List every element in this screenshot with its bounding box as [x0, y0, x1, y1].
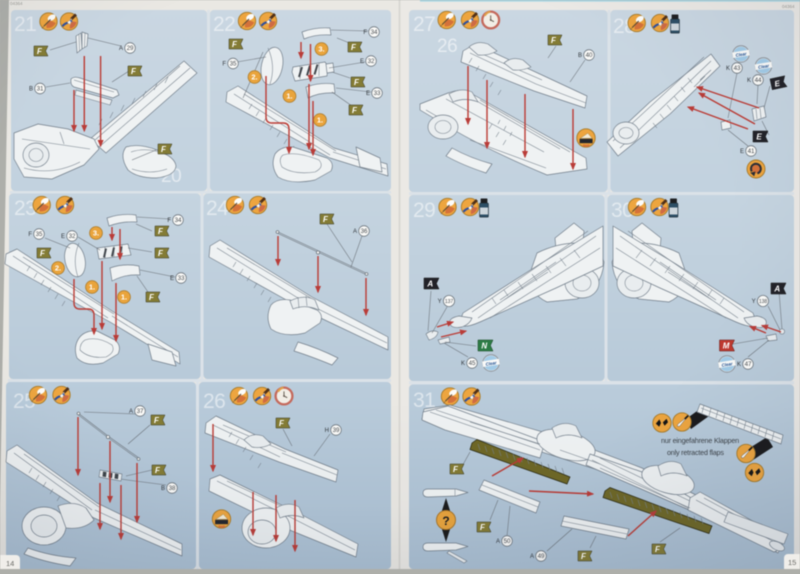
svg-text:34: 34 — [175, 217, 182, 224]
svg-text:B: B — [29, 87, 33, 93]
svg-text:2.: 2. — [55, 264, 61, 273]
svg-text:E: E — [360, 59, 364, 65]
svg-text:K: K — [737, 362, 741, 368]
svg-text:K: K — [461, 361, 465, 367]
svg-text:E: E — [61, 234, 65, 240]
svg-text:2.: 2. — [251, 73, 257, 82]
svg-text:F: F — [28, 232, 32, 238]
svg-text:A: A — [353, 229, 357, 235]
svg-text:33: 33 — [178, 275, 185, 282]
svg-text:35: 35 — [36, 231, 43, 238]
svg-text:F: F — [167, 218, 171, 224]
svg-text:39: 39 — [333, 427, 340, 434]
svg-text:only retracted flaps: only retracted flaps — [667, 448, 724, 457]
svg-text:35: 35 — [230, 61, 237, 68]
svg-text:04364: 04364 — [782, 4, 795, 9]
svg-text:B: B — [161, 486, 165, 492]
svg-text:29: 29 — [127, 45, 134, 52]
svg-text:K: K — [726, 66, 730, 72]
svg-text:138: 138 — [759, 299, 768, 305]
svg-text:A: A — [773, 285, 780, 294]
svg-text:29: 29 — [413, 199, 435, 222]
svg-text:A: A — [129, 409, 133, 415]
svg-text:H: H — [325, 428, 329, 434]
svg-text:F: F — [363, 30, 367, 36]
svg-text:3.: 3. — [318, 45, 324, 54]
svg-text:41: 41 — [748, 148, 755, 155]
svg-text:M: M — [723, 342, 730, 351]
svg-text:1.: 1. — [317, 116, 323, 125]
svg-text:E: E — [170, 276, 174, 282]
svg-text:23: 23 — [14, 197, 36, 220]
svg-text:21: 21 — [14, 13, 36, 36]
svg-text:1.: 1. — [89, 283, 95, 292]
svg-text:15: 15 — [788, 558, 796, 567]
svg-text:A: A — [119, 46, 123, 52]
svg-text:36: 36 — [361, 228, 368, 235]
svg-text:F: F — [222, 62, 226, 68]
svg-text:47: 47 — [745, 361, 752, 368]
svg-text:22: 22 — [213, 13, 235, 36]
svg-text:A: A — [530, 554, 534, 560]
svg-text:24: 24 — [206, 197, 229, 220]
svg-text:49: 49 — [538, 553, 545, 560]
svg-text:50: 50 — [504, 538, 511, 545]
svg-text:26: 26 — [203, 390, 225, 413]
svg-text:1.: 1. — [121, 293, 127, 302]
svg-text:37: 37 — [137, 408, 144, 415]
svg-text:K: K — [747, 78, 751, 84]
svg-text:A: A — [496, 539, 500, 545]
svg-text:44: 44 — [755, 77, 762, 84]
svg-text:N: N — [481, 342, 487, 351]
svg-text:32: 32 — [368, 58, 375, 65]
svg-text:nur eingefahrene Klappen: nur eingefahrene Klappen — [661, 436, 739, 445]
svg-text:B: B — [578, 53, 582, 59]
svg-text:1.: 1. — [286, 92, 292, 101]
svg-text:43: 43 — [734, 65, 741, 72]
svg-text:31: 31 — [37, 86, 44, 93]
svg-text:E: E — [366, 91, 370, 97]
svg-text:26: 26 — [437, 36, 457, 57]
svg-text:32: 32 — [69, 233, 76, 240]
svg-text:Y: Y — [752, 299, 756, 305]
svg-text:04364: 04364 — [10, 1, 23, 6]
svg-text:137: 137 — [445, 299, 454, 305]
svg-text:3.: 3. — [93, 229, 99, 238]
svg-text:E: E — [740, 149, 744, 155]
svg-text:Y: Y — [438, 299, 442, 305]
svg-text:45: 45 — [469, 360, 476, 367]
svg-text:38: 38 — [169, 485, 176, 492]
svg-text:?: ? — [442, 514, 449, 528]
svg-text:E: E — [756, 133, 762, 142]
svg-text:A: A — [426, 280, 433, 289]
svg-text:27: 27 — [413, 13, 435, 36]
svg-text:34: 34 — [371, 29, 378, 36]
svg-text:14: 14 — [6, 559, 14, 568]
svg-text:40: 40 — [586, 52, 593, 59]
svg-text:33: 33 — [374, 90, 381, 97]
